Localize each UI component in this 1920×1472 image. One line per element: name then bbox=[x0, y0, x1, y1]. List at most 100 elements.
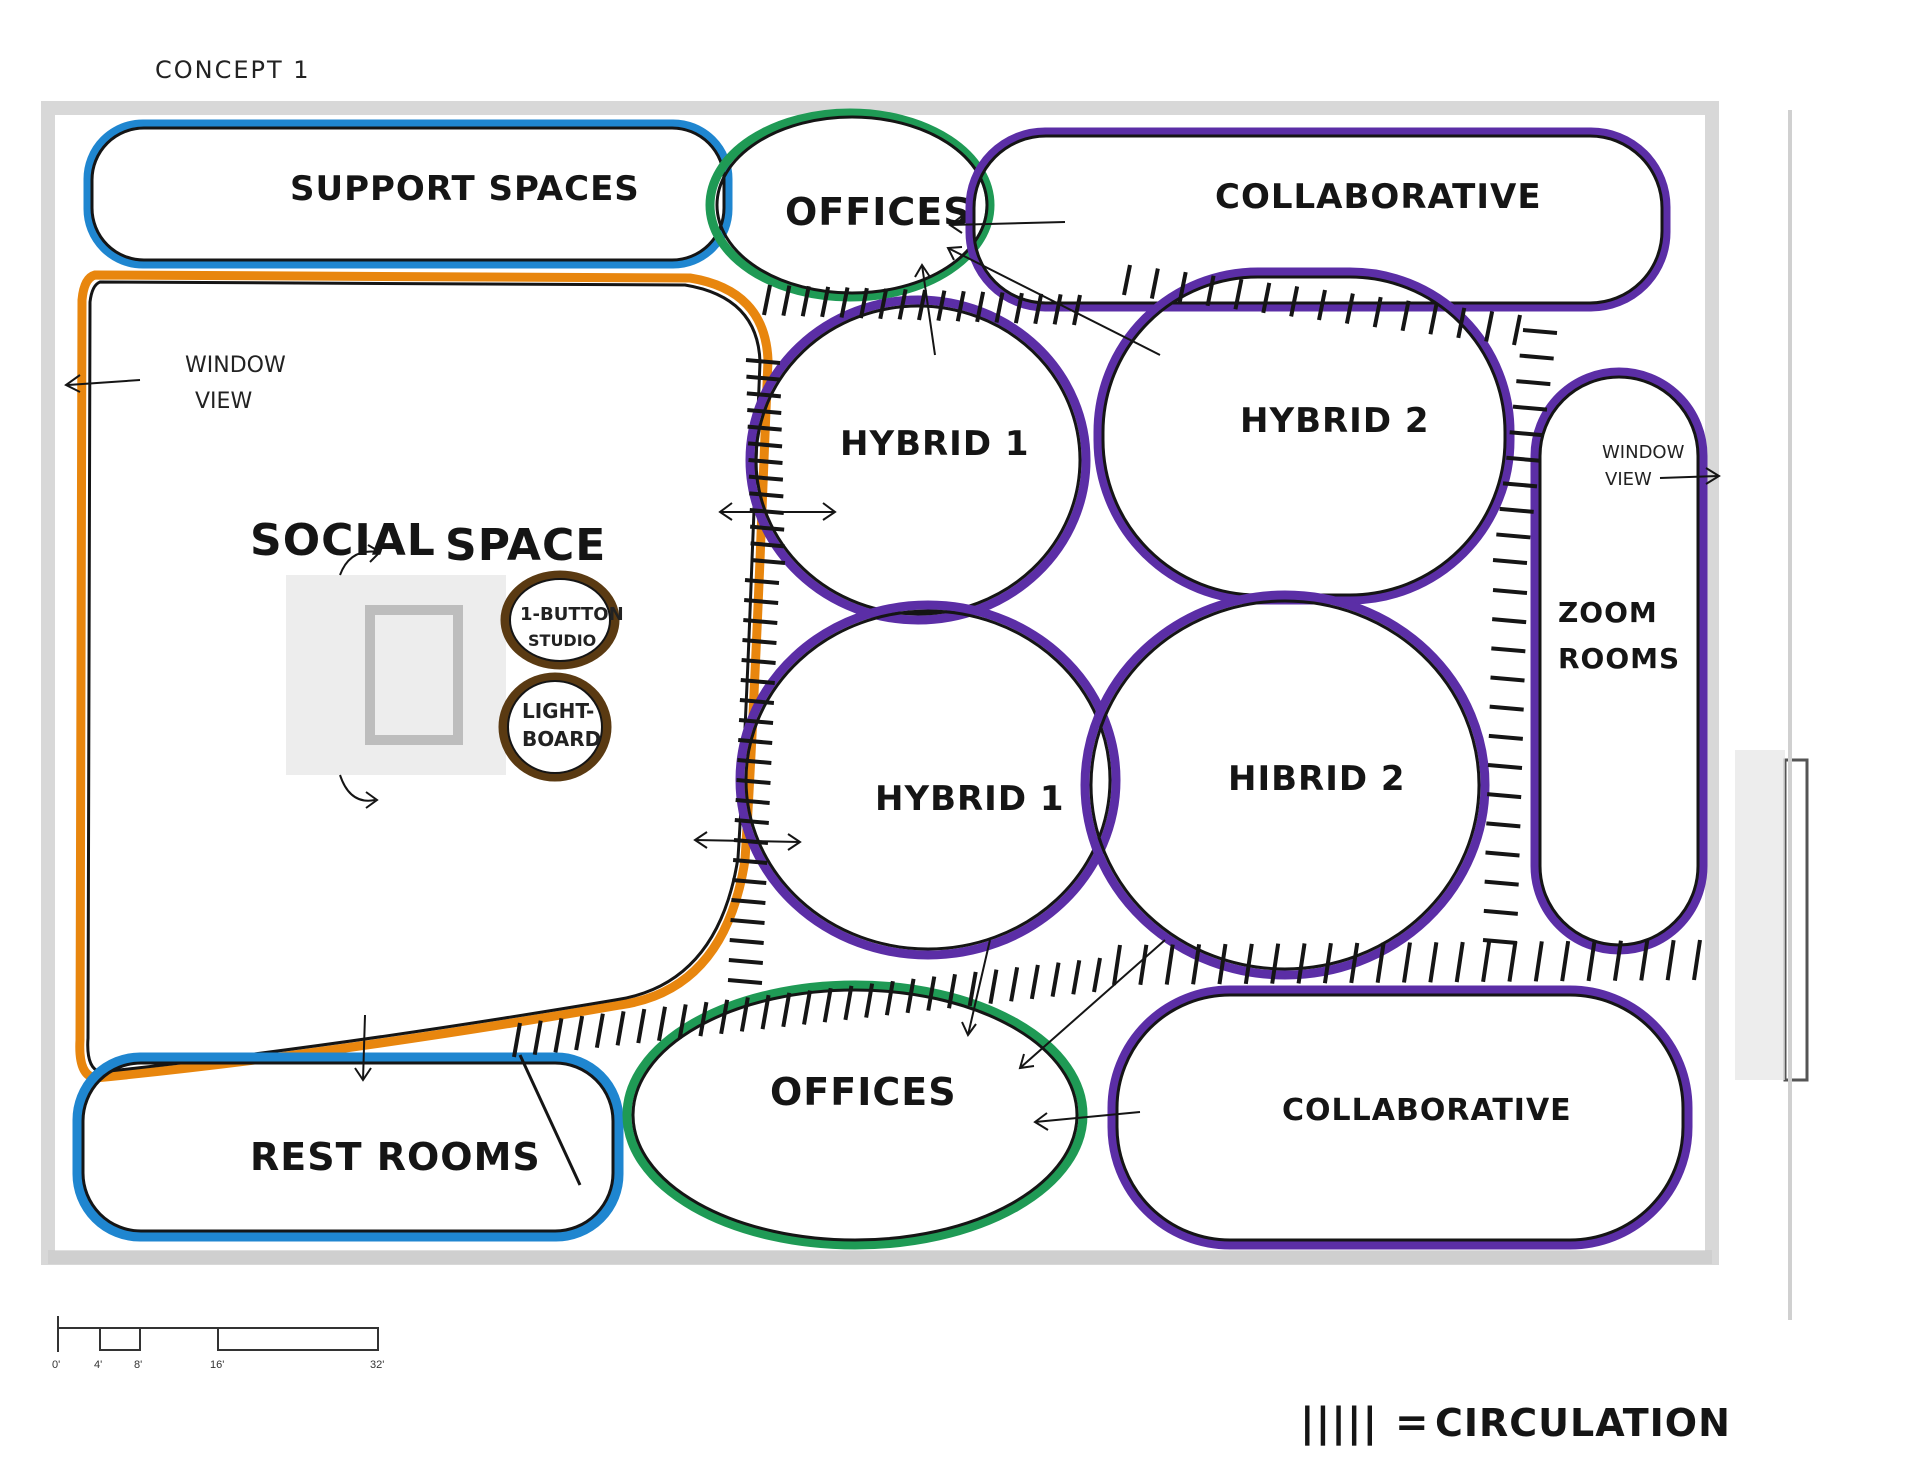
circulation-stroke bbox=[947, 973, 957, 1009]
scale-label-8: 8' bbox=[134, 1359, 142, 1371]
hybrid2-bottom-bubble bbox=[1080, 590, 1490, 980]
offices-bottom-bubble bbox=[622, 980, 1088, 1250]
circulation-stroke bbox=[553, 1018, 564, 1053]
legend-symbol: ||||| bbox=[1300, 1400, 1378, 1447]
circulation-stroke bbox=[1164, 944, 1175, 985]
circulation-stroke bbox=[905, 978, 916, 1014]
arrow-offices-up-1 bbox=[914, 263, 936, 356]
circulation-stroke bbox=[730, 918, 765, 925]
circulation-stroke bbox=[994, 292, 1005, 323]
circulation-stroke bbox=[1639, 940, 1650, 981]
circulation-stroke bbox=[1484, 879, 1519, 887]
offices-top-zone: OFFICES bbox=[705, 108, 995, 302]
circulation-stroke bbox=[878, 288, 889, 320]
window-view-left-label-2: VIEW bbox=[195, 389, 252, 414]
circulation-stroke bbox=[1177, 271, 1188, 303]
circulation-stroke bbox=[1512, 314, 1522, 346]
support-spaces-label: SUPPORT SPACES bbox=[290, 169, 640, 209]
circulation-stroke bbox=[1488, 733, 1524, 741]
circulation-stroke bbox=[746, 374, 781, 382]
support-spaces-zone: SUPPORT SPACES bbox=[83, 119, 733, 269]
button-studio-zone: 1-BUTTON STUDIO bbox=[500, 570, 624, 670]
circulation-stroke bbox=[742, 638, 777, 645]
button-studio-label-2: STUDIO bbox=[528, 631, 596, 650]
circulation-stroke bbox=[802, 990, 812, 1025]
hybrid1-top-label: HYBRID 1 bbox=[840, 424, 1030, 464]
circulation-stroke bbox=[781, 285, 792, 317]
scale-label-16: 16' bbox=[210, 1359, 224, 1371]
hybrid2-top-label: HYBRID 2 bbox=[1240, 401, 1430, 441]
circulation-stroke bbox=[926, 976, 937, 1011]
circulation-stroke bbox=[917, 289, 927, 321]
circulation-stroke bbox=[745, 358, 781, 365]
circulation-stroke bbox=[843, 985, 854, 1021]
circulation-stroke bbox=[748, 458, 783, 465]
zoom-rooms-label-1: ZOOM bbox=[1558, 596, 1658, 629]
circulation-stroke bbox=[1481, 941, 1492, 983]
rest-rooms-label: REST ROOMS bbox=[250, 1135, 541, 1179]
circulation-stroke bbox=[1491, 646, 1526, 654]
circulation-stroke bbox=[822, 987, 833, 1023]
hybrid1-bottom-zone: HYBRID 1 bbox=[735, 600, 1121, 960]
circulation-stroke bbox=[1522, 328, 1558, 335]
circulation-stroke bbox=[1092, 957, 1102, 993]
circulation-stroke bbox=[1533, 941, 1544, 982]
circulation-stroke bbox=[1375, 942, 1386, 984]
circulation-stroke bbox=[532, 1020, 543, 1056]
adjacency-arrows bbox=[354, 215, 1166, 1131]
circulation-stroke bbox=[1372, 296, 1383, 328]
circulation-stroke bbox=[1506, 455, 1541, 463]
circulation-stroke bbox=[1485, 850, 1520, 858]
lightboard-bubble bbox=[498, 672, 612, 782]
circulation-stroke bbox=[743, 598, 779, 605]
lightboard-zone: LIGHT- BOARD bbox=[498, 672, 612, 782]
circulation-stroke bbox=[1138, 944, 1149, 986]
circulation-stroke bbox=[727, 978, 763, 985]
circulation-stroke bbox=[1071, 959, 1082, 995]
circulation-stroke bbox=[1512, 404, 1548, 412]
circulation-stroke bbox=[1261, 282, 1272, 314]
circulation-stroke bbox=[936, 290, 947, 322]
arrow-collab-offices-top bbox=[948, 215, 1066, 234]
circulation-stroke bbox=[1349, 942, 1360, 984]
circulation-stroke bbox=[1205, 275, 1216, 307]
circulation-stroke bbox=[1490, 675, 1525, 683]
circulation-stroke bbox=[839, 287, 850, 318]
window-view-right-label-2: VIEW bbox=[1605, 469, 1652, 490]
circulation-stroke bbox=[719, 999, 730, 1035]
circulation-stroke bbox=[1428, 303, 1439, 335]
circulation-stroke bbox=[750, 541, 785, 549]
circulation-stroke bbox=[1122, 264, 1132, 296]
circulation-stroke bbox=[594, 1013, 605, 1049]
circulation-hatching bbox=[512, 264, 1702, 1058]
circulation-stroke bbox=[741, 658, 776, 665]
lightboard-label-1: LIGHT- bbox=[522, 699, 594, 723]
circulation-stroke bbox=[975, 291, 986, 323]
arrow-collab-offices-bottom bbox=[1033, 1111, 1141, 1131]
legend-equals: = bbox=[1395, 1400, 1430, 1446]
circulation-stroke bbox=[967, 971, 978, 1007]
circulation-stroke bbox=[747, 424, 782, 432]
social-label-2: SPACE bbox=[445, 520, 606, 571]
circulation-stroke bbox=[1050, 962, 1061, 997]
circulation-stroke bbox=[864, 983, 875, 1018]
circulation-stroke bbox=[735, 798, 770, 805]
circulation-stroke bbox=[747, 441, 783, 449]
circulation-stroke bbox=[740, 678, 775, 685]
circulation-stroke bbox=[858, 287, 869, 319]
circulation-stroke bbox=[749, 491, 784, 499]
circulation-stroke bbox=[734, 818, 769, 825]
circulation-stroke bbox=[731, 898, 766, 905]
circulation-stroke bbox=[1289, 286, 1300, 317]
circulation-stroke bbox=[762, 284, 772, 316]
offices-top-bubble bbox=[705, 108, 995, 302]
button-studio-label-1: 1-BUTTON bbox=[520, 604, 624, 625]
circulation-stroke bbox=[1270, 943, 1281, 984]
circulation-stroke bbox=[748, 474, 784, 482]
arrow-hybrid-offices-bottom bbox=[961, 939, 991, 1037]
offices-bottom-label: OFFICES bbox=[770, 1070, 957, 1114]
circulation-stroke bbox=[750, 558, 786, 565]
circulation-stroke bbox=[1507, 941, 1518, 982]
circulation-stroke bbox=[1484, 311, 1495, 342]
